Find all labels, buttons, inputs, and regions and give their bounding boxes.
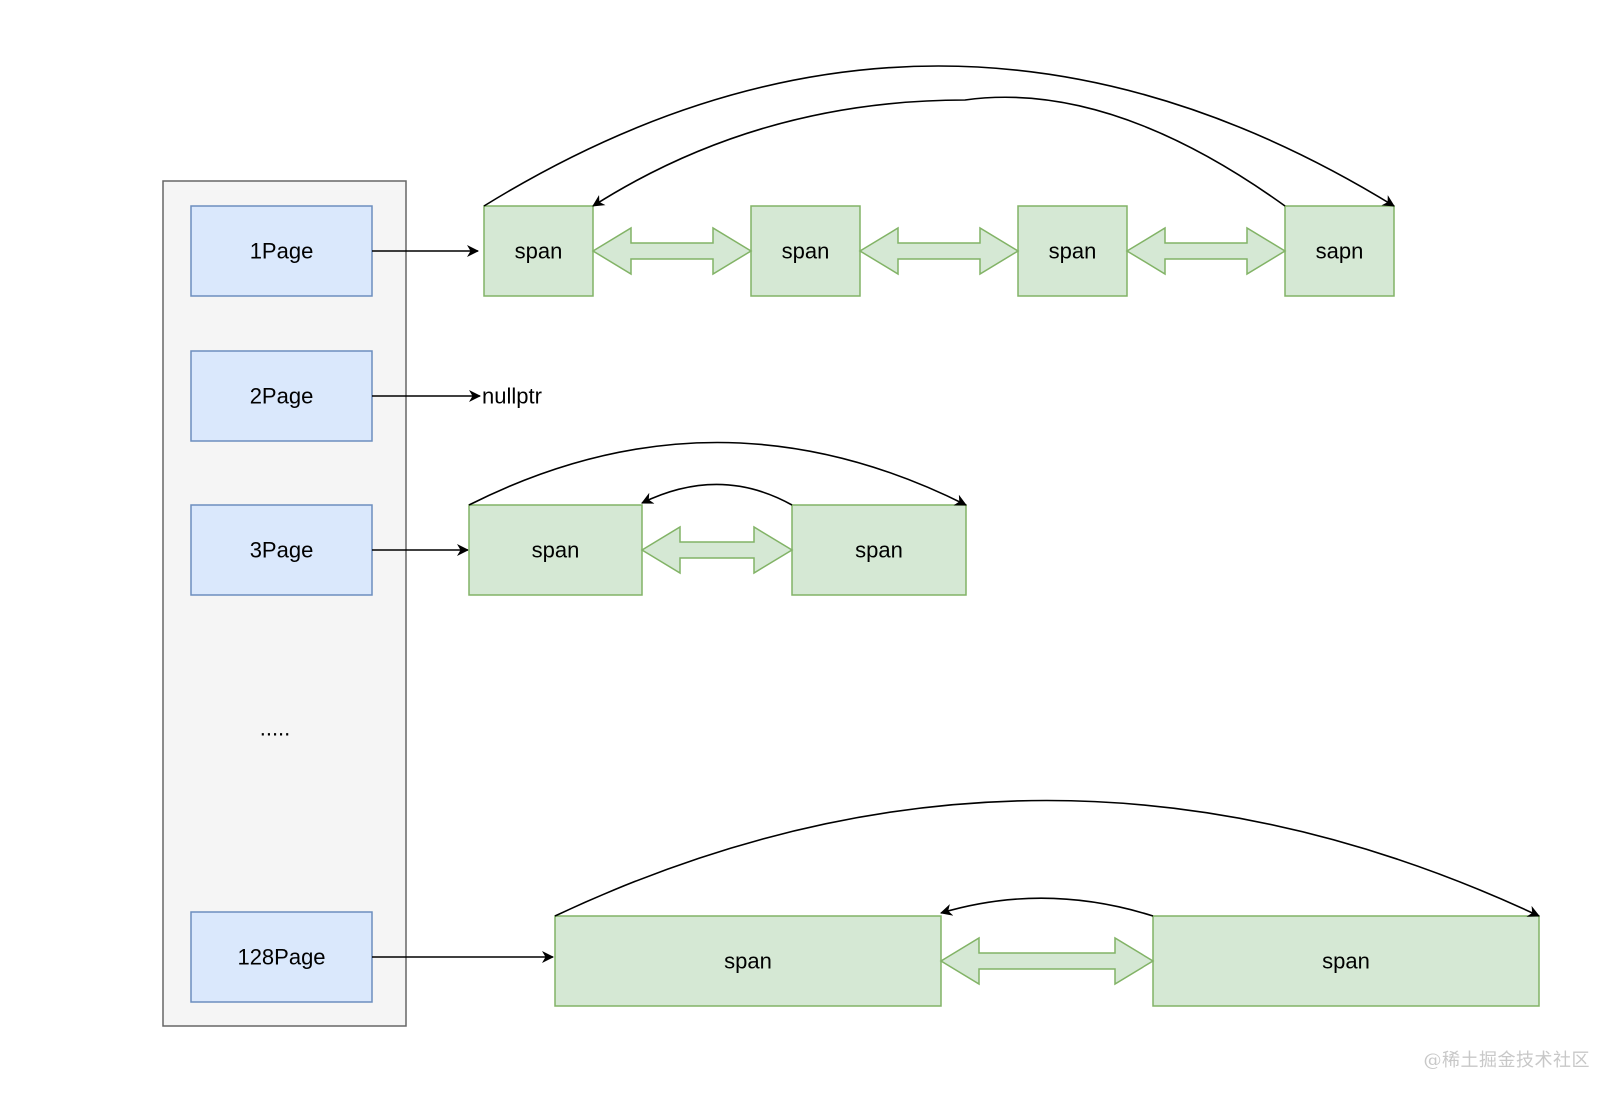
nullptr-text: nullptr [482,384,542,409]
circular-link-arc-head-to-tail-3page [468,441,967,506]
double-arrow-128page-1 [939,936,1155,986]
page-box-3page: 3Page [190,504,373,596]
span-label: span [1049,239,1097,264]
span-label: span [1322,949,1370,974]
span-node-128page-1: span [554,915,942,1007]
circular-link-arc-head-to-tail-128page [554,799,1540,917]
double-arrow-1page-1 [591,226,753,276]
watermark-text: @稀土掘金技术社区 [1423,1050,1590,1071]
page-label-1page: 1Page [250,239,314,264]
circular-link-arc-tail-to-head-3page [641,483,793,506]
circular-link-arc-tail-to-head-128page [940,897,1154,917]
span-label: span [782,239,830,264]
span-node-1page-2: span [750,205,861,297]
span-node-1page-4: sapn [1284,205,1395,297]
circular-link-arc-tail-to-head [592,96,1286,207]
page-box-1page: 1Page [190,205,373,297]
double-arrow-1page-3 [1125,226,1287,276]
span-node-3page-2: span [791,504,967,596]
span-node-1page-3: span [1017,205,1128,297]
page-box-2page: 2Page [190,350,373,442]
span-label: span [532,538,580,563]
page-label-128page: 128Page [237,945,325,970]
span-label: span [515,239,563,264]
span-label: sapn [1316,239,1364,264]
page-box-128page: 128Page [190,911,373,1003]
span-label: span [724,949,772,974]
page-array-container [162,180,407,1027]
double-arrow-3page-1 [640,525,794,575]
span-label: span [855,538,903,563]
span-node-3page-1: span [468,504,643,596]
circular-link-arc-head-to-tail [483,65,1395,207]
double-arrow-1page-2 [858,226,1020,276]
span-node-128page-2: span [1152,915,1540,1007]
page-label-3page: 3Page [250,538,314,563]
ellipsis-text: ..... [260,716,291,741]
span-node-1page-1: span [483,205,594,297]
page-label-2page: 2Page [250,384,314,409]
